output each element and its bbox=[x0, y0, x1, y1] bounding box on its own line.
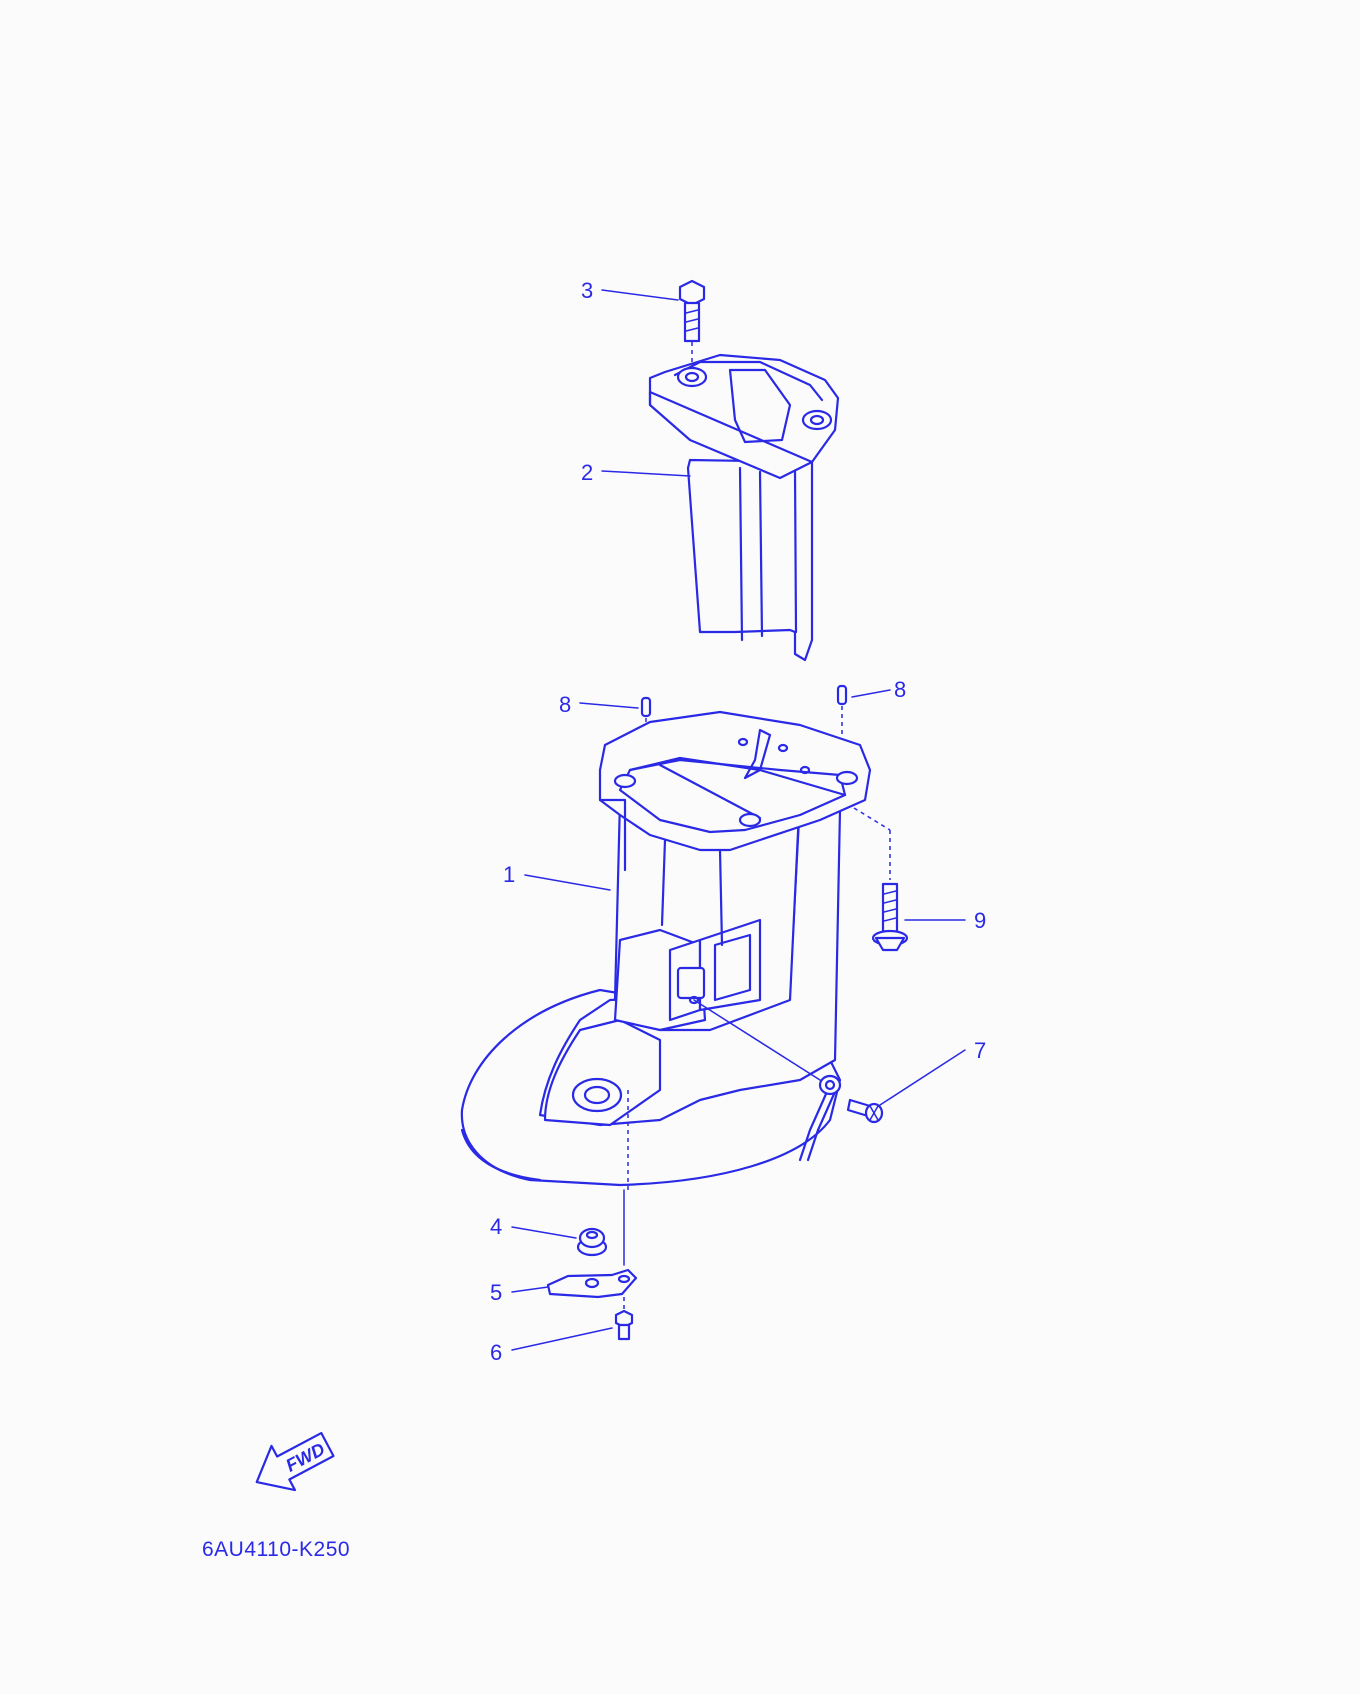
part-5-plate bbox=[546, 1189, 638, 1310]
callout-1: 1 bbox=[503, 862, 515, 887]
callout-8-left: 8 bbox=[559, 692, 571, 717]
part-9-bolt bbox=[853, 807, 909, 952]
callout-4: 4 bbox=[490, 1214, 502, 1239]
callout-9: 9 bbox=[974, 908, 986, 933]
callout-5: 5 bbox=[490, 1280, 502, 1305]
part-7-screw bbox=[693, 999, 884, 1162]
callout-labels: 3 2 1 8 8 9 7 4 5 6 bbox=[490, 278, 986, 1365]
callout-6: 6 bbox=[490, 1340, 502, 1365]
part-3-bolt bbox=[678, 279, 706, 370]
leader-lines bbox=[511, 289, 966, 1351]
part-4-grommet bbox=[576, 1227, 608, 1257]
callout-3: 3 bbox=[581, 278, 593, 303]
diagram-code: 6AU4110-K250 bbox=[202, 1538, 351, 1561]
part-1-upper-casing bbox=[460, 710, 872, 1190]
callout-8-right: 8 bbox=[894, 677, 906, 702]
fwd-arrow-icon: FWD bbox=[255, 1431, 335, 1492]
part-8-dowel-pin-right bbox=[836, 684, 848, 780]
callout-2: 2 bbox=[581, 460, 593, 485]
part-6-bolt bbox=[614, 1309, 634, 1341]
callout-7: 7 bbox=[974, 1038, 986, 1063]
part-2-upper-casing bbox=[648, 353, 840, 662]
